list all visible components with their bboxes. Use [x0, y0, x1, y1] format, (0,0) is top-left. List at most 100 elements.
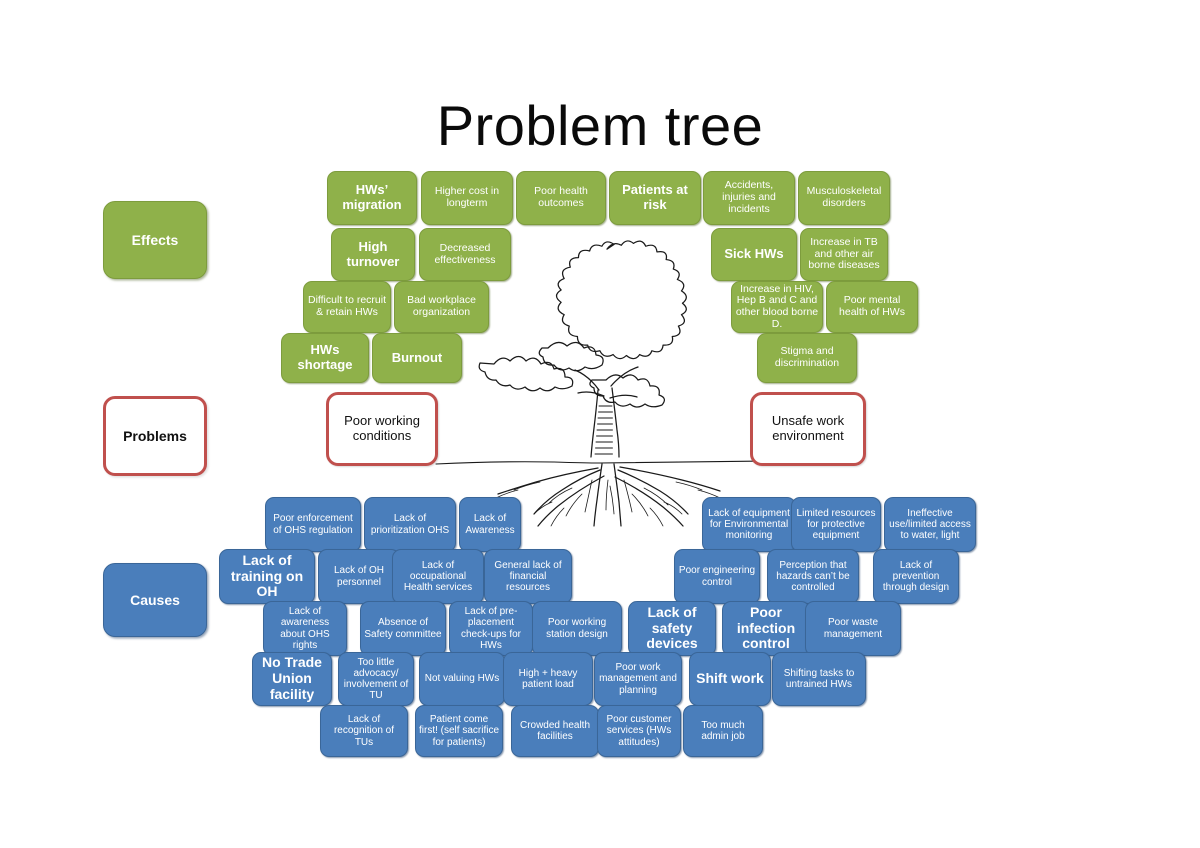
cause-node-label: Too little advocacy/ involvement of TU [343, 656, 409, 702]
effect-node-label: HWs shortage [297, 342, 353, 372]
effect-node-sick-hws[interactable]: Sick HWs [711, 228, 797, 281]
cause-node-label: Poor enforcement of OHS regulation [273, 513, 353, 536]
page-title: Problem tree [436, 94, 764, 157]
cause-node-label: Lack of Awareness [465, 513, 515, 536]
effect-node-poor-mental-health-of-hws[interactable]: Poor mental health of HWs [826, 281, 918, 333]
effect-node-decreased-effectiveness[interactable]: Decreased effectiveness [419, 228, 511, 281]
effect-node-label: High turnover [346, 238, 400, 269]
cause-node-label: Lack of OH personnel [333, 565, 385, 588]
effect-node-musculoskeletal-disorders[interactable]: Musculoskeletal disorders [798, 171, 890, 225]
cause-node-no-trade-union-facility[interactable]: No Trade Union facility [252, 652, 332, 706]
cause-node-label: General lack of financial resources [494, 559, 562, 594]
cause-node-label: Poor work management and planning [599, 662, 677, 696]
cause-node-label: Shift work [696, 670, 764, 687]
cause-node-lack-of-prioritization-ohs[interactable]: Lack of prioritization OHS [364, 497, 456, 552]
effect-node-label: Higher cost in longterm [434, 185, 500, 209]
cause-node-not-valuing-hws[interactable]: Not valuing HWs [419, 652, 505, 706]
category-effects-label: Effects [131, 232, 179, 248]
cause-node-label: Crowded health facilities [519, 719, 591, 742]
effect-node-difficult-to-recruit-retain-hws[interactable]: Difficult to recruit & retain HWs [303, 281, 391, 333]
effect-node-patients-at-risk[interactable]: Patients at risk [609, 171, 701, 225]
cause-node-label: Lack of recognition of TUs [333, 714, 395, 748]
category-problems[interactable]: Problems [103, 396, 207, 476]
problem-node-label: Unsafe work environment [771, 413, 845, 443]
cause-node-shifting-tasks-to-untrained-hws[interactable]: Shifting tasks to untrained HWs [772, 652, 866, 706]
cause-node-lack-of-prevention-through-design[interactable]: Lack of prevention through design [873, 549, 959, 604]
cause-node-perception-that-hazards-can-t-be-control[interactable]: Perception that hazards can’t be control… [767, 549, 859, 604]
cause-node-poor-work-management-and-planning[interactable]: Poor work management and planning [594, 652, 682, 706]
cause-node-label: Too much admin job [701, 719, 745, 742]
cause-node-absence-of-safety-committee[interactable]: Absence of Safety committee [360, 601, 446, 656]
effect-node-increase-in-tb-and-other-air-borne-disea[interactable]: Increase in TB and other air borne disea… [800, 228, 888, 281]
cause-node-ineffective-use-limited-access-to-water-[interactable]: Ineffective use/limited access to water,… [884, 497, 976, 552]
category-effects[interactable]: Effects [103, 201, 207, 279]
cause-node-label: Limited resources for protective equipme… [796, 507, 876, 542]
cause-node-lack-of-oh-personnel[interactable]: Lack of OH personnel [318, 549, 400, 604]
cause-node-label: Lack of safety devices [646, 603, 698, 652]
effect-node-accidents-injuries-and-incidents[interactable]: Accidents, injuries and incidents [703, 171, 795, 225]
cause-node-label: Lack of pre-placement check-ups for HWs [460, 606, 522, 651]
category-causes-label: Causes [130, 592, 180, 608]
effect-node-increase-in-hiv-hep-b-and-c-and-other-bl[interactable]: Increase in HIV, Hep B and C and other b… [731, 281, 823, 333]
effect-node-hws-migration[interactable]: HWs’ migration [327, 171, 417, 225]
cause-node-general-lack-of-financial-resources[interactable]: General lack of financial resources [484, 549, 572, 604]
cause-node-high-heavy-patient-load[interactable]: High + heavy patient load [503, 652, 593, 706]
effect-node-label: Increase in TB and other air borne disea… [808, 235, 880, 272]
cause-node-label: Poor infection control [736, 603, 796, 652]
category-problems-label: Problems [123, 428, 187, 444]
cause-node-poor-enforcement-of-ohs-regulation[interactable]: Poor enforcement of OHS regulation [265, 497, 361, 552]
cause-node-shift-work[interactable]: Shift work [689, 652, 771, 706]
effect-node-high-turnover[interactable]: High turnover [331, 228, 415, 281]
cause-node-label: Lack of equipment for Environmental moni… [708, 507, 790, 542]
cause-node-lack-of-pre-placement-check-ups-for-hws[interactable]: Lack of pre-placement check-ups for HWs [449, 601, 533, 656]
effect-node-label: Increase in HIV, Hep B and C and other b… [735, 282, 819, 330]
cause-node-lack-of-occupational-health-services[interactable]: Lack of occupational Health services [392, 549, 484, 604]
effect-node-hws-shortage[interactable]: HWs shortage [281, 333, 369, 383]
effect-node-label: Stigma and discrimination [774, 345, 840, 369]
effect-node-label: Burnout [391, 349, 443, 365]
cause-node-lack-of-recognition-of-tus[interactable]: Lack of recognition of TUs [320, 705, 408, 757]
cause-node-label: High + heavy patient load [518, 667, 578, 690]
effect-node-label: Musculoskeletal disorders [806, 185, 882, 209]
cause-node-lack-of-awareness[interactable]: Lack of Awareness [459, 497, 521, 552]
problem-node-unsafe-work-environment[interactable]: Unsafe work environment [750, 392, 866, 466]
effect-node-label: HWs’ migration [342, 182, 402, 212]
effect-node-higher-cost-in-longterm[interactable]: Higher cost in longterm [421, 171, 513, 225]
cause-node-patient-come-first-self-sacrifice-for-pa[interactable]: Patient come first! (self sacrifice for … [415, 705, 503, 757]
cause-node-label: Lack of prevention through design [882, 559, 950, 594]
cause-node-poor-customer-services-hws-attitudes[interactable]: Poor customer services (HWs attitudes) [597, 705, 681, 757]
cause-node-limited-resources-for-protective-equipme[interactable]: Limited resources for protective equipme… [791, 497, 881, 552]
cause-node-label: Absence of Safety committee [364, 617, 442, 640]
effect-node-label: Poor health outcomes [534, 185, 588, 209]
effect-node-label: Patients at risk [622, 182, 688, 212]
cause-node-lack-of-training-on-oh[interactable]: Lack of training on OH [219, 549, 315, 604]
category-causes[interactable]: Causes [103, 563, 207, 637]
cause-node-lack-of-awareness-about-ohs-rights[interactable]: Lack of awareness about OHS rights [263, 601, 347, 656]
cause-node-lack-of-equipment-for-environmental-moni[interactable]: Lack of equipment for Environmental moni… [702, 497, 796, 552]
effect-node-burnout[interactable]: Burnout [372, 333, 462, 383]
cause-node-poor-infection-control[interactable]: Poor infection control [722, 601, 810, 656]
effect-node-poor-health-outcomes[interactable]: Poor health outcomes [516, 171, 606, 225]
cause-node-label: Poor customer services (HWs attitudes) [606, 714, 672, 748]
cause-node-poor-engineering-control[interactable]: Poor engineering control [674, 549, 760, 604]
cause-node-label: Lack of training on OH [230, 551, 304, 600]
effect-node-bad-workplace-organization[interactable]: Bad workplace organization [394, 281, 489, 333]
cause-node-crowded-health-facilities[interactable]: Crowded health facilities [511, 705, 599, 757]
cause-node-label: Perception that hazards can’t be control… [776, 559, 850, 594]
effect-node-label: Decreased effectiveness [434, 241, 496, 266]
cause-node-label: Poor working station design [546, 617, 608, 640]
problem-node-label: Poor working conditions [344, 413, 420, 443]
cause-node-poor-waste-management[interactable]: Poor waste management [805, 601, 901, 656]
effect-node-label: Sick HWs [724, 246, 784, 262]
cause-node-too-little-advocacy-involvement-of-tu[interactable]: Too little advocacy/ involvement of TU [338, 652, 414, 706]
cause-node-poor-working-station-design[interactable]: Poor working station design [532, 601, 622, 656]
cause-node-label: Poor waste management [823, 617, 883, 640]
effect-node-stigma-and-discrimination[interactable]: Stigma and discrimination [757, 333, 857, 383]
problem-node-poor-working-conditions[interactable]: Poor working conditions [326, 392, 438, 466]
cause-node-label: No Trade Union facility [262, 654, 322, 702]
cause-node-too-much-admin-job[interactable]: Too much admin job [683, 705, 763, 757]
cause-node-label: Shifting tasks to untrained HWs [783, 667, 855, 690]
cause-node-lack-of-safety-devices[interactable]: Lack of safety devices [628, 601, 716, 656]
effect-node-label: Difficult to recruit & retain HWs [308, 294, 386, 318]
